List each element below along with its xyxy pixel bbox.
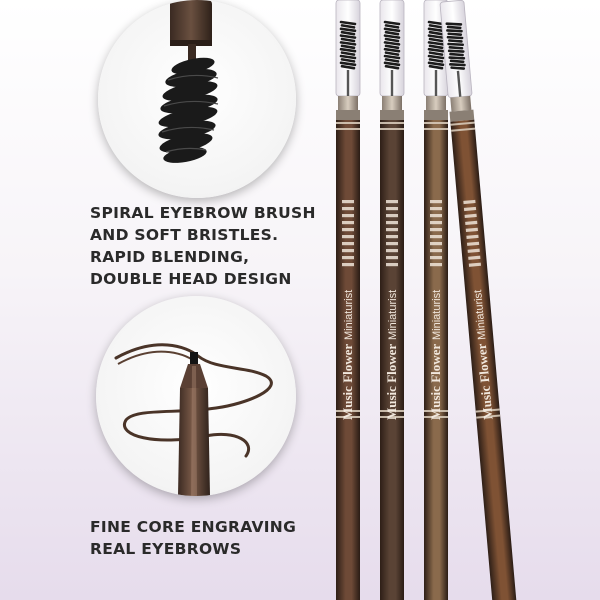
feature-1-line-3: RAPID BLENDING,	[90, 248, 250, 266]
feature-1-line-1: SPIRAL EYEBROW BRUSH	[90, 204, 316, 222]
pencil-brand-text: Music Flower	[428, 344, 443, 420]
spiral-brush-illustration	[158, 0, 219, 163]
pencil-model-text: Miniaturist	[431, 290, 443, 340]
pencil-brand-text: Music Flower	[474, 343, 496, 420]
eyebrow-pencil-4: Music Flower Miniaturist	[439, 0, 517, 600]
feature-1-line-4: DOUBLE HEAD DESIGN	[90, 270, 292, 288]
eyebrow-pencil-3: Music Flower Miniaturist	[423, 0, 449, 600]
pencil-model-text: Miniaturist	[343, 290, 355, 340]
feature-2-line-2: REAL EYEBROWS	[90, 540, 242, 558]
eyebrow-pencil-2: Music Flower Miniaturist	[379, 0, 405, 600]
eyebrow-pencil-1: Music Flower Miniaturist	[335, 0, 361, 600]
pencil-tip-illustration	[114, 343, 273, 496]
feature-2-line-1: FINE CORE ENGRAVING	[90, 518, 297, 536]
feature-2-caption: FINE CORE ENGRAVING REAL EYEBROWS	[90, 516, 296, 560]
pencil-tip-closeup-image	[96, 296, 296, 496]
pencil-brand-text: Music Flower	[340, 344, 355, 420]
pencil-model-text: Miniaturist	[387, 290, 399, 340]
pencil-model-text: Miniaturist	[472, 289, 488, 340]
feature-1-caption: SPIRAL EYEBROW BRUSH AND SOFT BRISTLES. …	[90, 202, 316, 290]
feature-1-line-2: AND SOFT BRISTLES.	[90, 226, 279, 244]
pencil-brand-text: Music Flower	[384, 344, 399, 420]
spiral-brush-closeup-image	[98, 0, 296, 198]
